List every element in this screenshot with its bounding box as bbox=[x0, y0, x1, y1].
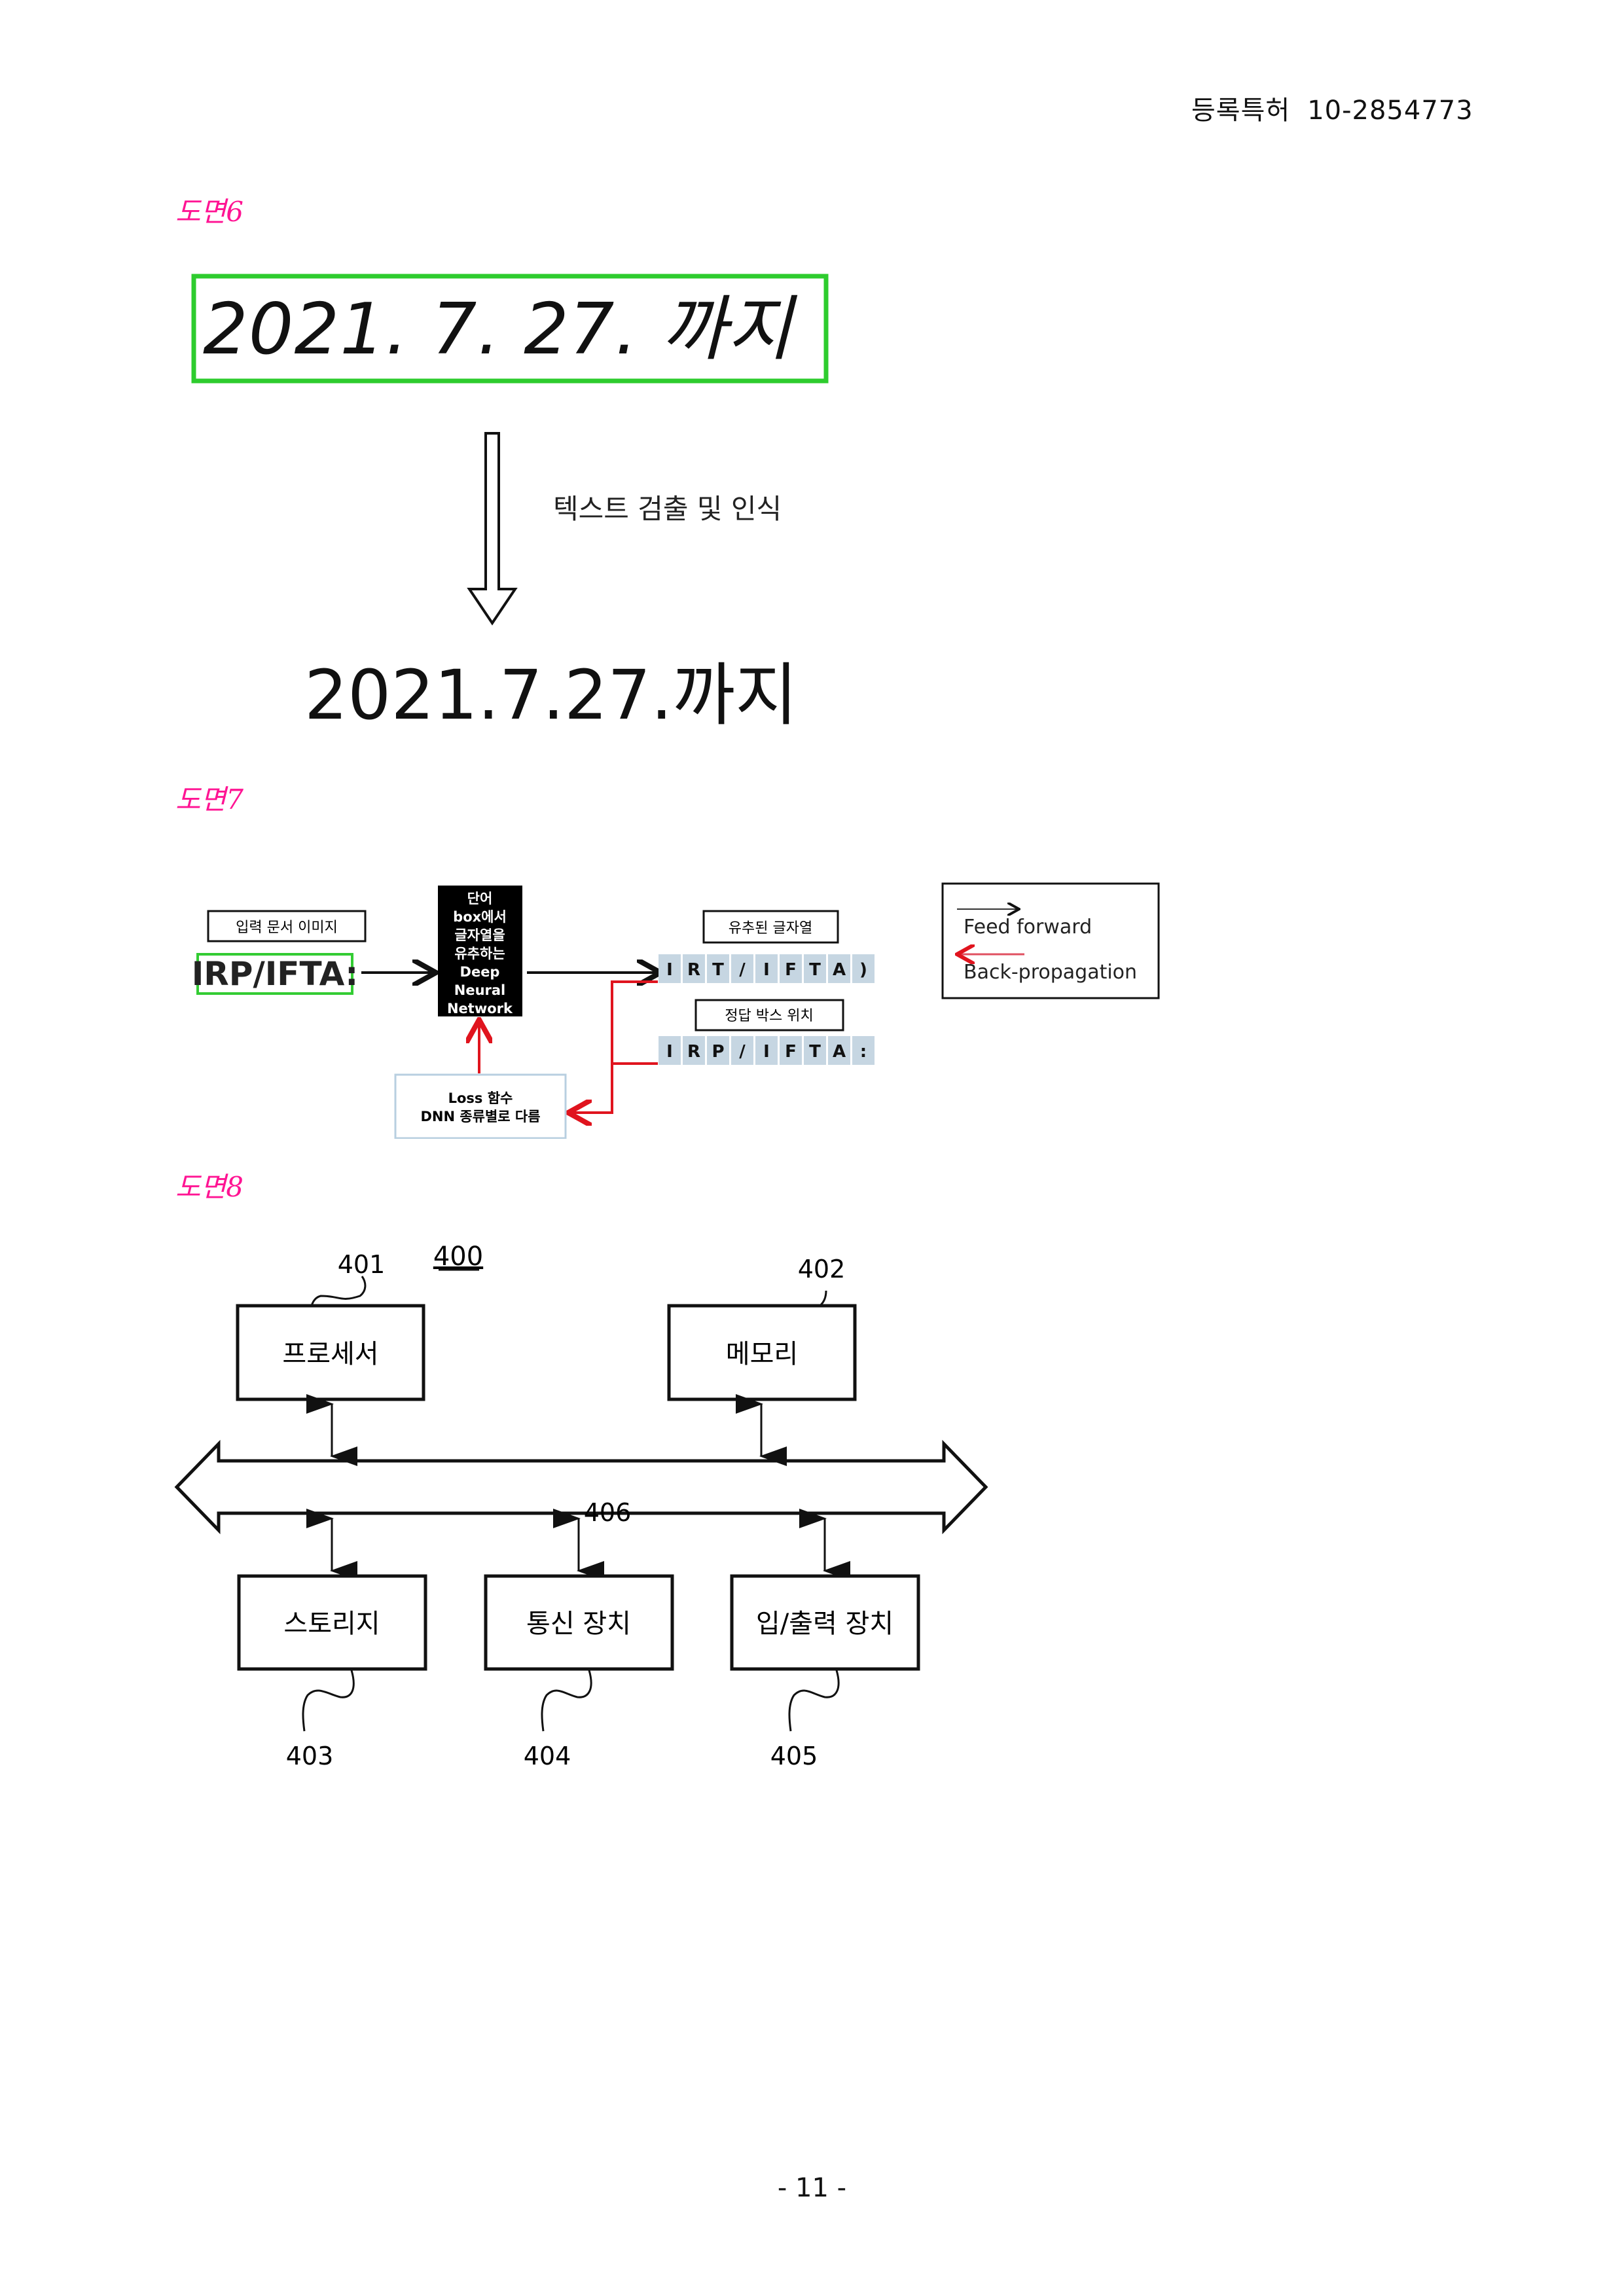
block-name: 메모리 bbox=[726, 1339, 798, 1369]
block-box bbox=[484, 1574, 674, 1671]
dnn-line: Neural bbox=[454, 982, 506, 998]
ref-label: 401 bbox=[338, 1250, 386, 1279]
ref-leader bbox=[541, 1670, 592, 1732]
truth-char: I bbox=[666, 1042, 673, 1062]
input-sample: IRP/IFTA: bbox=[192, 955, 359, 993]
predicted-char: F bbox=[785, 960, 797, 980]
truth-cell bbox=[755, 1036, 778, 1065]
input-caption-box bbox=[207, 910, 367, 942]
predicted-cell bbox=[780, 954, 802, 983]
system-ref: 400 bbox=[433, 1242, 483, 1272]
loss-box bbox=[394, 1073, 567, 1139]
block-box bbox=[237, 1574, 427, 1671]
truth-char: / bbox=[739, 1042, 746, 1062]
predicted-cell bbox=[707, 954, 729, 983]
recognized-text: 2021.7.27.까지 bbox=[304, 655, 798, 735]
legend-backward-label: Back-propagation bbox=[964, 961, 1137, 984]
predicted-char: R bbox=[687, 960, 700, 980]
dnn-block bbox=[438, 886, 522, 1016]
patent-number: 10-2854773 bbox=[1307, 96, 1473, 126]
truth-cell bbox=[804, 1036, 826, 1065]
figure-8-label: 도면8 bbox=[175, 1171, 244, 1203]
ref-label: 402 bbox=[798, 1255, 846, 1283]
predicted-cell bbox=[828, 954, 850, 983]
block-name: 프로세서 bbox=[282, 1339, 378, 1369]
patent-header: 등록특허 10-2854773 bbox=[1191, 89, 1473, 127]
ref-label: 404 bbox=[524, 1742, 571, 1770]
figure-8: 400 406 401 프로세서 402 메모리 스토리지 403 통신 장치 … bbox=[174, 1242, 988, 1770]
ref-label: 403 bbox=[286, 1742, 334, 1770]
truth-char: R bbox=[687, 1042, 700, 1062]
figure-6-label: 도면6 bbox=[175, 196, 244, 228]
predicted-cell bbox=[659, 954, 681, 983]
predicted-char: ) bbox=[859, 960, 867, 980]
block-processor: 401 프로세서 bbox=[236, 1250, 425, 1401]
bus-ref: 406 bbox=[584, 1498, 632, 1527]
predicted-char: T bbox=[809, 960, 821, 980]
truth-cell bbox=[707, 1036, 729, 1065]
ref-leader bbox=[788, 1670, 840, 1732]
truth-cell bbox=[731, 1036, 753, 1065]
block-memory: 402 메모리 bbox=[667, 1255, 857, 1401]
predicted-cell bbox=[755, 954, 778, 983]
block-name: 통신 장치 bbox=[526, 1609, 631, 1639]
predicted-char: A bbox=[833, 960, 846, 980]
detection-box bbox=[191, 274, 829, 384]
figure-7: 입력 문서 이미지 IRP/IFTA: 단어box에서글자열을유추하는DeepN… bbox=[192, 882, 1160, 1139]
block-storage: 스토리지 403 bbox=[237, 1574, 427, 1770]
predicted-char: I bbox=[666, 960, 673, 980]
truth-cell bbox=[659, 1036, 681, 1065]
dnn-line: box에서 bbox=[453, 909, 507, 925]
truth-cell bbox=[683, 1036, 705, 1065]
truth-cell bbox=[828, 1036, 850, 1065]
block-io-device: 입/출력 장치 405 bbox=[730, 1574, 920, 1770]
loss-line-1: Loss 함수 bbox=[448, 1090, 513, 1106]
dnn-line: 글자열을 bbox=[454, 927, 505, 943]
predicted-char: T bbox=[712, 960, 724, 980]
truth-char: F bbox=[785, 1042, 797, 1062]
truth-char: A bbox=[833, 1042, 846, 1062]
handwritten-text: 2021. 7. 27. 까지 bbox=[203, 289, 798, 370]
predicted-caption-box bbox=[702, 910, 839, 944]
doc-type: 등록특허 bbox=[1191, 96, 1291, 126]
truth-cell bbox=[852, 1036, 875, 1065]
predicted-cell bbox=[731, 954, 753, 983]
truth-char: T bbox=[809, 1042, 821, 1062]
input-image-box bbox=[196, 953, 353, 995]
block-name: 입/출력 장치 bbox=[756, 1609, 893, 1639]
input-caption: 입력 문서 이미지 bbox=[236, 920, 338, 936]
loss-line-2: DNN 종류별로 다름 bbox=[420, 1109, 540, 1124]
figure-6: 2021. 7. 27. 까지 텍스트 검출 및 인식 2021.7.27.까지 bbox=[191, 274, 829, 735]
dnn-line: 유추하는 bbox=[454, 946, 505, 961]
truth-char: P bbox=[712, 1042, 724, 1062]
predicted-caption: 유추된 글자열 bbox=[729, 920, 812, 937]
legend-forward-label: Feed forward bbox=[964, 916, 1092, 939]
dnn-line: Deep bbox=[460, 964, 500, 980]
block-comm-device: 통신 장치 404 bbox=[484, 1574, 674, 1770]
figure-7-label: 도면7 bbox=[175, 783, 244, 816]
block-box bbox=[236, 1304, 425, 1401]
legend-box bbox=[941, 882, 1160, 999]
truth-char: I bbox=[763, 1042, 770, 1062]
truth-caption: 정답 박스 위치 bbox=[725, 1008, 813, 1024]
predicted-cell bbox=[683, 954, 705, 983]
ref-label: 405 bbox=[770, 1742, 818, 1770]
predicted-cell bbox=[804, 954, 826, 983]
system-bus bbox=[174, 1439, 988, 1535]
predicted-char: I bbox=[763, 960, 770, 980]
predicted-cell bbox=[852, 954, 875, 983]
truth-caption-box bbox=[695, 999, 844, 1031]
dnn-line: 단어 bbox=[467, 891, 493, 906]
dnn-line: Network bbox=[447, 1001, 513, 1016]
backprop-arrow-to-loss bbox=[571, 980, 658, 1113]
truth-cell bbox=[780, 1036, 802, 1065]
ref-leader bbox=[302, 1670, 355, 1732]
truth-char: : bbox=[860, 1042, 867, 1062]
predicted-char: / bbox=[739, 960, 746, 980]
block-name: 스토리지 bbox=[283, 1609, 380, 1639]
block-box bbox=[730, 1574, 920, 1671]
down-arrow-icon bbox=[467, 432, 518, 626]
page-number: - 11 - bbox=[777, 2173, 847, 2203]
step-label: 텍스트 검출 및 인식 bbox=[553, 493, 782, 525]
